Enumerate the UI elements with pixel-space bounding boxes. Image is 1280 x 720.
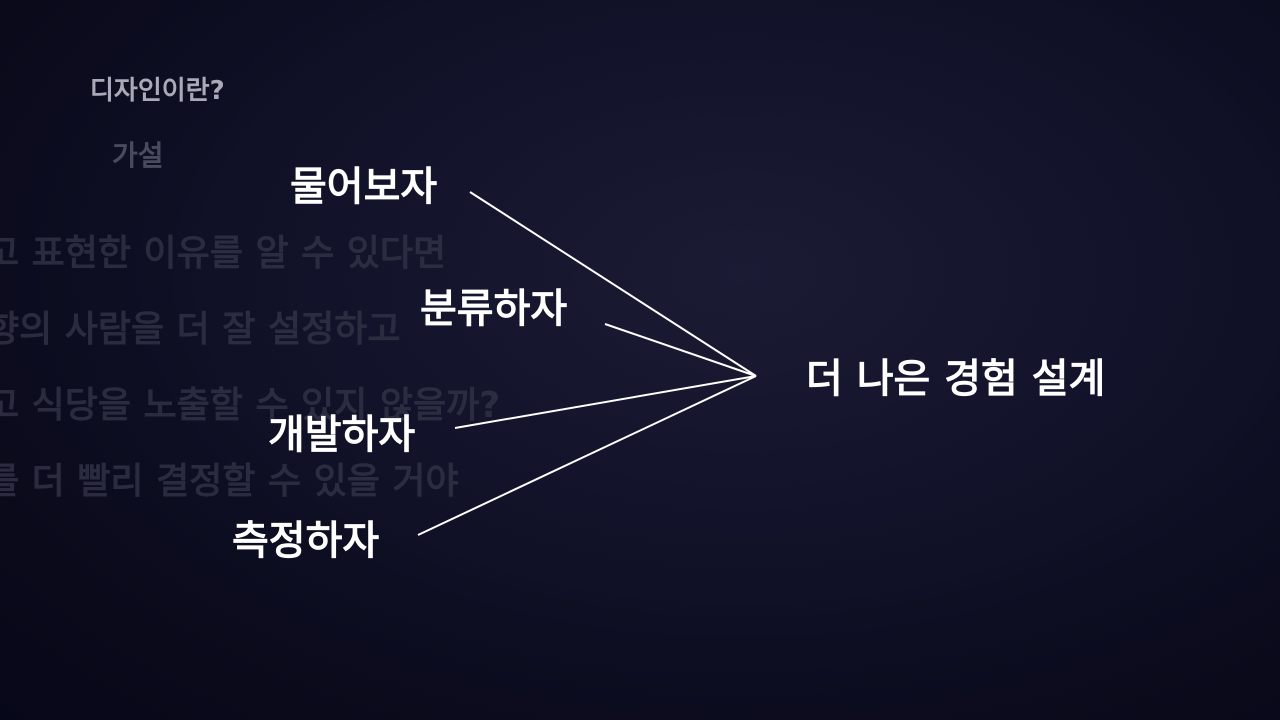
background-text-line: 향의 사람을 더 잘 설정하고	[0, 309, 401, 350]
step-ask: 물어보자	[290, 164, 438, 210]
background-text-line: 고 표현한 이유를 알 수 있다면	[0, 233, 447, 274]
section-title: 디자인이란?	[90, 76, 225, 106]
background-text-line: 고 식당을 노출할 수 있지 않을까?	[0, 385, 501, 426]
connector-line	[604, 323, 757, 377]
background-text-line: 를 더 빨리 결정할 수 있을 거야	[0, 461, 459, 502]
subsection-label: 가설	[112, 139, 164, 172]
step-develop: 개발하자	[268, 412, 416, 458]
step-classify: 분류하자	[420, 286, 568, 332]
connector-line	[417, 375, 757, 536]
connector-line	[454, 375, 757, 429]
connector-line	[469, 191, 757, 377]
result-label: 더 나은 경험 설계	[806, 356, 1106, 402]
step-measure: 측정하자	[232, 518, 380, 564]
